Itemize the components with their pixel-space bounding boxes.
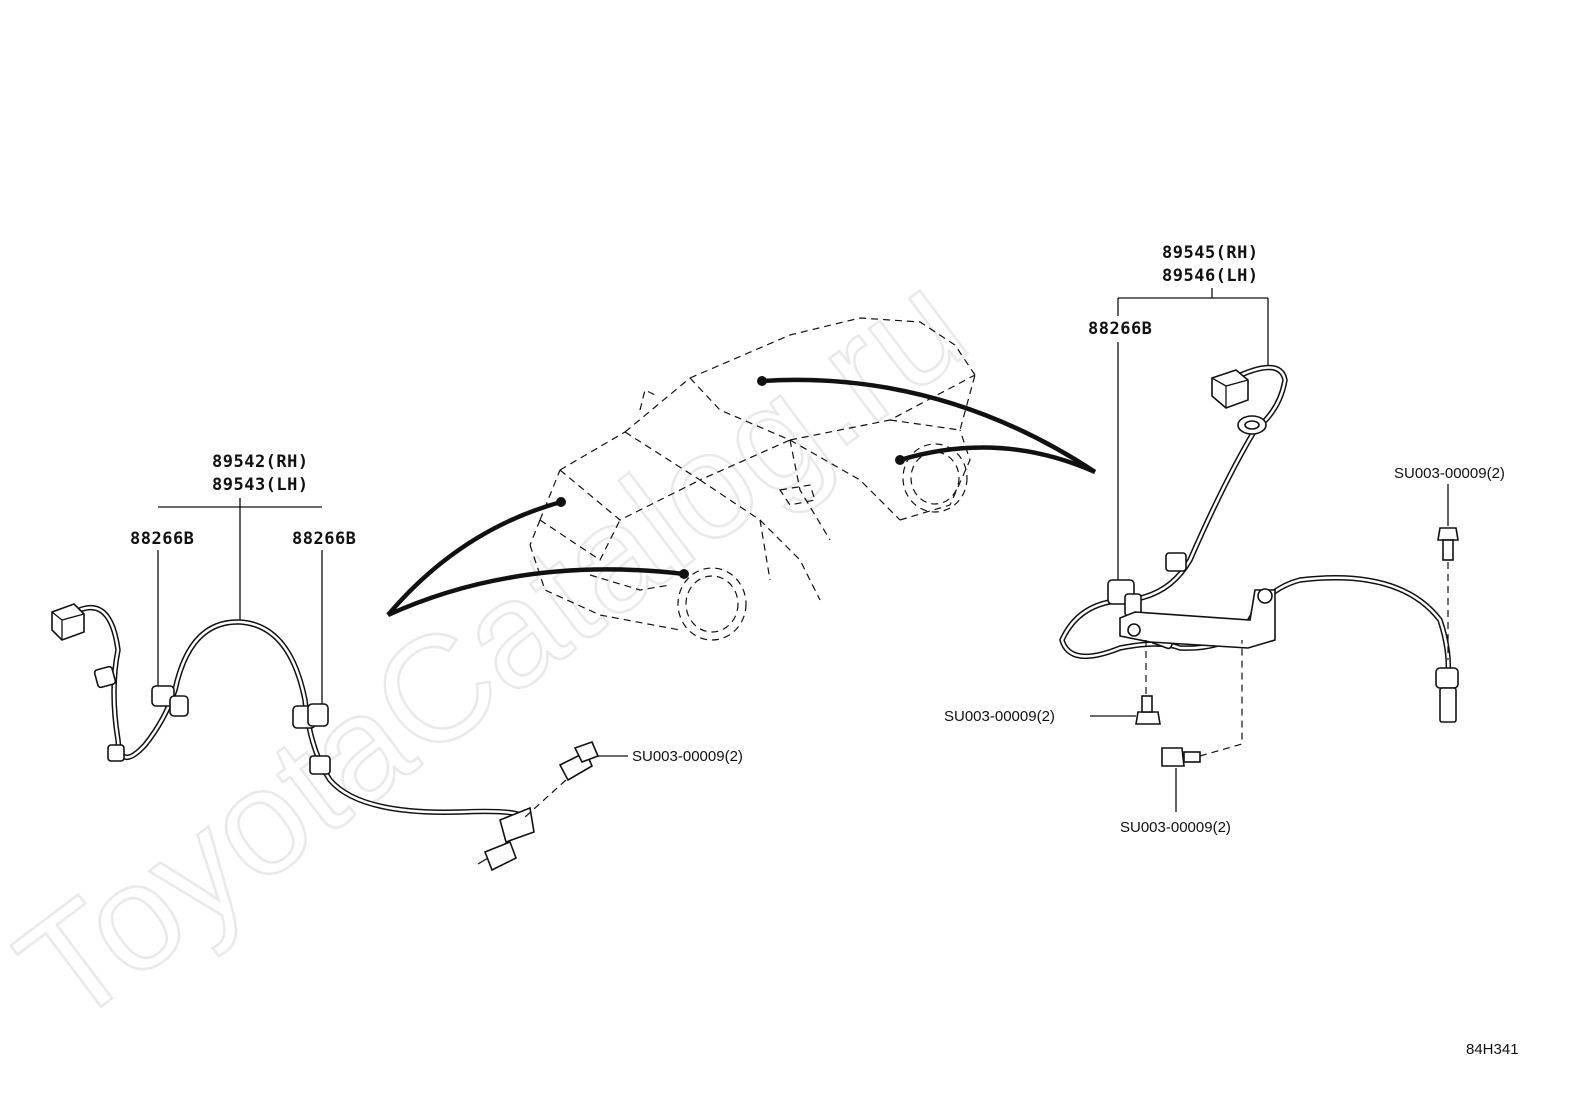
left-bolt-icon — [558, 740, 600, 782]
diagram-code: 84H341 — [1466, 1041, 1519, 1058]
label-88266b-rightasm: 88266B — [1088, 319, 1152, 339]
label-89545: 89545(RH) — [1162, 243, 1259, 263]
right-assembly: 89545(RH) 89546(LH) 88266B — [944, 243, 1505, 836]
left-assembly: 89542(RH) 89543(LH) 88266B 88266B — [51, 452, 743, 872]
left-clip-icons — [93, 665, 331, 775]
right-sensor-icon — [1435, 667, 1459, 723]
label-89543: 89543(LH) — [212, 475, 309, 495]
pointer-rear — [761, 377, 1097, 475]
label-88266b-right: 88266B — [292, 529, 356, 549]
pointer-front — [386, 499, 685, 618]
bolt-middle-icon — [1135, 695, 1161, 725]
right-grommet-icon — [1237, 415, 1267, 435]
label-su003-middle: SU003-00009(2) — [944, 708, 1055, 725]
watermark: ToyotaCatalog.ru — [0, 239, 995, 1056]
label-su003-left: SU003-00009(2) — [632, 748, 743, 765]
car-outline — [529, 317, 976, 631]
right-connector-icon — [1211, 369, 1249, 409]
bolt-upper-right-icon — [1437, 527, 1459, 561]
right-bracket-icon — [1119, 588, 1276, 649]
label-su003-upper-right: SU003-00009(2) — [1394, 465, 1505, 482]
label-su003-bottom: SU003-00009(2) — [1120, 819, 1231, 836]
bolt-bottom-icon — [1161, 747, 1201, 767]
label-89542: 89542(RH) — [212, 452, 309, 472]
left-sensor-wire — [67, 604, 523, 818]
car-wheels — [677, 443, 968, 641]
left-connector-icon — [51, 603, 85, 641]
label-88266b-left: 88266B — [130, 529, 194, 549]
label-89546: 89546(LH) — [1162, 266, 1259, 286]
